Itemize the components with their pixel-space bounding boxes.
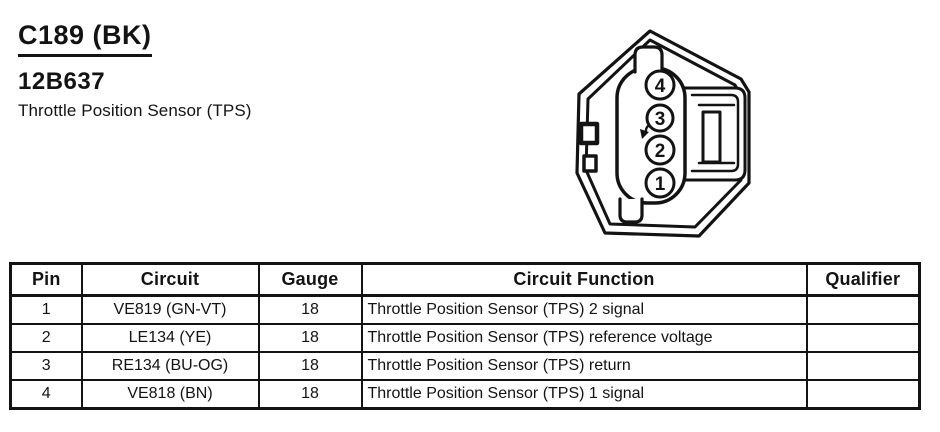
table-row: 1 VE819 (GN-VT) 18 Throttle Position Sen… <box>9 294 921 325</box>
part-number-heading: 12B637 <box>18 68 106 95</box>
header-circuit-function: Circuit Function <box>360 262 808 297</box>
table-row: 2 LE134 (YE) 18 Throttle Position Sensor… <box>9 323 921 353</box>
function-cell: Throttle Position Sensor (TPS) 1 signal <box>360 379 808 410</box>
header-circuit: Circuit <box>80 262 260 297</box>
header-qualifier: Qualifier <box>805 262 921 297</box>
circuit-cell: VE818 (BN) <box>80 379 260 410</box>
gauge-cell: 18 <box>257 351 363 381</box>
header-gauge: Gauge <box>257 262 363 297</box>
pin-3-circle <box>645 103 675 133</box>
qualifier-cell <box>805 351 921 381</box>
connector-id-heading: C189 (BK) <box>18 20 152 57</box>
pin-1-circle <box>644 167 676 199</box>
pin-1-label: 1 <box>655 174 666 195</box>
pin-2-circle <box>644 134 676 166</box>
circuit-cell: VE819 (GN-VT) <box>80 294 260 325</box>
left-lock-tab-lower <box>582 154 598 173</box>
function-cell: Throttle Position Sensor (TPS) 2 signal <box>360 294 808 325</box>
pin-cell: 1 <box>9 294 83 325</box>
qualifier-cell <box>805 323 921 353</box>
table-row: 3 RE134 (BU-OG) 18 Throttle Position Sen… <box>9 351 921 381</box>
function-cell: Throttle Position Sensor (TPS) reference… <box>360 323 808 353</box>
function-cell: Throttle Position Sensor (TPS) return <box>360 351 808 381</box>
gauge-cell: 18 <box>257 323 363 353</box>
top-key-tab-fill <box>635 47 662 72</box>
table-row: 4 VE818 (BN) 18 Throttle Position Sensor… <box>9 379 921 410</box>
gauge-cell: 18 <box>257 294 363 325</box>
pinout-table: Pin Circuit Gauge Circuit Function Quali… <box>9 262 921 410</box>
circuit-cell: RE134 (BU-OG) <box>80 351 260 381</box>
header-pin: Pin <box>9 262 83 297</box>
connector-diagram: 4 3 2 1 <box>575 29 751 238</box>
pin-4-circle <box>644 69 676 101</box>
pin-2-label: 2 <box>655 141 666 162</box>
latch-clamp <box>701 110 722 164</box>
top-key-tab <box>633 45 664 74</box>
pin-cell: 4 <box>9 379 83 410</box>
pin-cell: 3 <box>9 351 83 381</box>
orientation-arrow-head <box>640 129 649 139</box>
latch-outline <box>683 86 747 182</box>
qualifier-cell <box>805 294 921 325</box>
pin-4-label: 4 <box>655 76 666 97</box>
connector-id-text: C189 (BK) <box>18 20 152 57</box>
latch-inner-outline <box>690 93 740 173</box>
part-name-label: Throttle Position Sensor (TPS) <box>18 101 252 120</box>
qualifier-cell <box>805 379 921 410</box>
table-header-row: Pin Circuit Gauge Circuit Function Quali… <box>9 262 921 297</box>
pin-3-label: 3 <box>655 109 666 130</box>
bottom-key-tab-fill <box>620 199 642 222</box>
left-lock-tab-upper <box>578 121 600 146</box>
gauge-cell: 18 <box>257 379 363 410</box>
pin-cell: 2 <box>9 323 83 353</box>
bottom-key-tab <box>618 197 644 224</box>
circuit-cell: LE134 (YE) <box>80 323 260 353</box>
